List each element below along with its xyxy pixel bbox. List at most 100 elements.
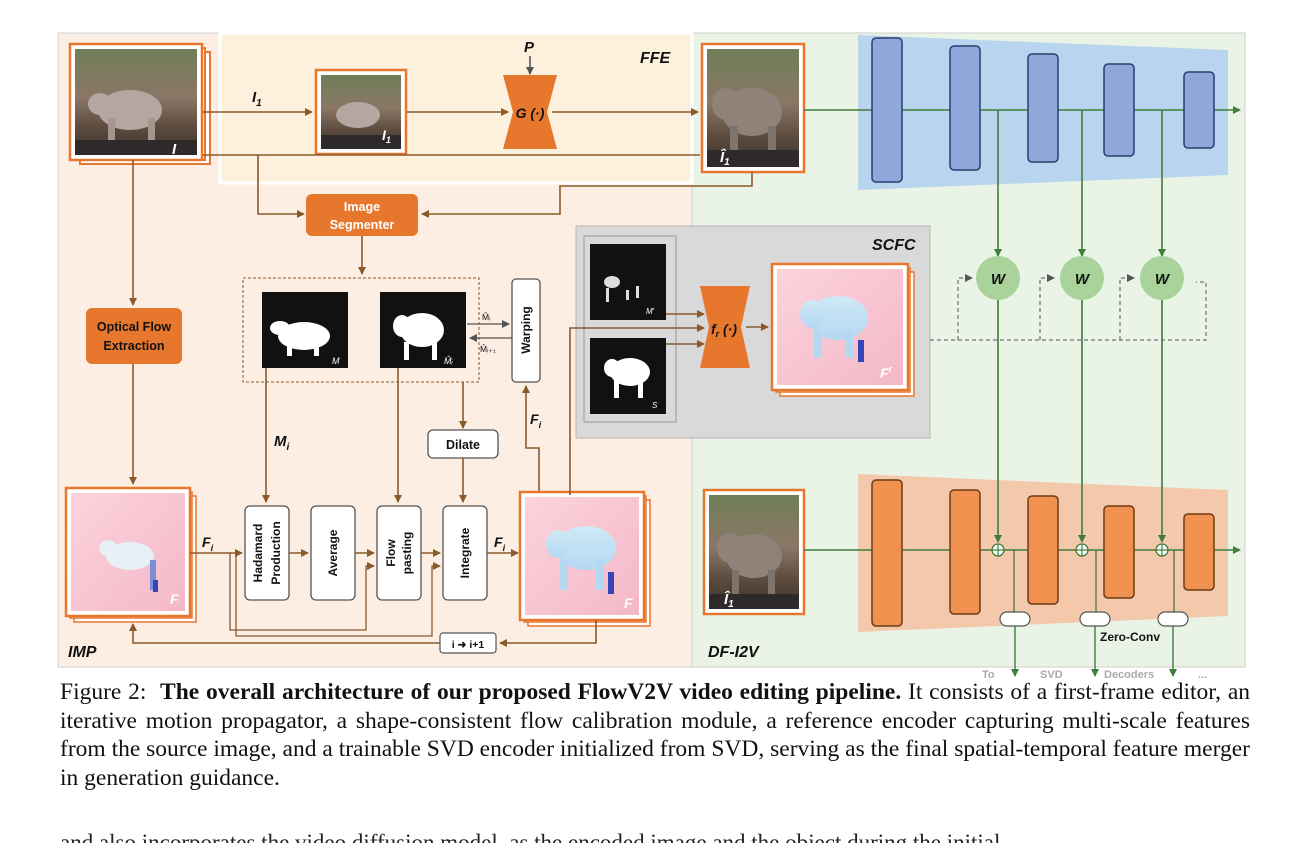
weight-w3-label: W xyxy=(1155,271,1171,288)
hadamard-label-2: Production xyxy=(269,521,283,584)
mask-m-hat-label: M̂ᵢ xyxy=(444,356,453,366)
svd-input-frame-label: Î1 xyxy=(724,590,734,610)
image-segmenter-label-1: Image xyxy=(344,200,380,214)
i1-arrow-label: I1 xyxy=(252,89,262,109)
fr-to-w2-dashed xyxy=(1039,274,1055,340)
zero-conv-1 xyxy=(999,611,1031,627)
adder-3 xyxy=(1155,543,1169,557)
image-segmenter-label-2: Segmenter xyxy=(330,218,395,232)
flow-pasting-label-2: pasting xyxy=(400,532,414,575)
image-segmenter-box xyxy=(306,194,418,236)
calibrated-flow-frames xyxy=(770,262,915,397)
calibration-fr-label: fr (·) xyxy=(711,321,737,339)
dilate-label: Dilate xyxy=(446,438,480,452)
mask-s-label: S xyxy=(652,401,658,410)
source-video-frames xyxy=(68,42,211,165)
ffe-region-label: FFE xyxy=(640,50,672,67)
fr-to-w3-dashed xyxy=(1119,274,1135,340)
mask-m-prime-label: M′ xyxy=(646,307,655,316)
svd-encoder-block-2 xyxy=(949,489,981,615)
source-flow-frames xyxy=(64,486,197,623)
first-frame-image xyxy=(314,68,408,156)
ref-encoder-block-4 xyxy=(1103,63,1135,157)
caption-prefix: Figure 2: xyxy=(60,679,147,705)
weight-w2 xyxy=(1060,256,1104,300)
weight-w2-label: W xyxy=(1075,271,1091,288)
svd-input-frame xyxy=(702,488,806,616)
scfc-mask-group xyxy=(583,235,677,423)
fi-up-label: Fi xyxy=(530,411,542,430)
optical-flow-label-2: Extraction xyxy=(103,339,164,353)
output-flow-frames xyxy=(518,490,651,627)
prompt-label: P xyxy=(524,39,535,56)
iteration-loop-back xyxy=(129,623,440,644)
to-label: To xyxy=(982,669,995,680)
mask-group xyxy=(242,277,480,383)
bypass-to-integrate xyxy=(235,553,441,637)
zero-conv-3 xyxy=(1157,611,1189,627)
flow-pasting-label-1: Flow xyxy=(384,539,398,567)
mask-m xyxy=(262,292,348,368)
svd-encoder-block-5 xyxy=(1183,513,1215,591)
caption-rest: It consists of a first-frame editor, an … xyxy=(60,679,1251,791)
svd-encoder-block-4 xyxy=(1103,505,1135,599)
svd-label: SVD xyxy=(1040,669,1063,680)
arrow-i-down-to-segmenter xyxy=(257,155,305,218)
mask-m-label: M xyxy=(332,356,340,366)
optical-flow-box xyxy=(86,308,182,364)
ellipsis-label: ... xyxy=(1198,669,1207,680)
editor-g-label: G (·) xyxy=(516,105,545,121)
optical-flow-label-1: Optical Flow xyxy=(97,320,172,334)
weight-w1 xyxy=(976,256,1020,300)
svd-encoder-block-3 xyxy=(1027,495,1059,605)
calibrated-flow-label: Fr xyxy=(880,364,893,381)
mi-label: Mi xyxy=(274,433,290,453)
fi-right-label: Fi xyxy=(494,534,506,553)
source-video-label: I xyxy=(172,141,177,158)
warping-label: Warping xyxy=(519,306,533,354)
architecture-diagram: I I1 I1 P G (·) FFE Î1 Image Segmenter xyxy=(57,31,1246,680)
mask-m-hat xyxy=(380,292,466,368)
caption-bold: The overall architecture of our proposed… xyxy=(160,679,902,705)
adder-2 xyxy=(1075,543,1089,557)
warp-in-label: M̂ᵢ xyxy=(482,312,490,322)
first-frame-label: I1 xyxy=(382,127,391,145)
df-i2v-region-label: DF-I2V xyxy=(708,644,760,661)
hadamard-label-1: Hadamard xyxy=(251,524,265,583)
editor-g-block xyxy=(503,75,557,149)
calibration-fr-block xyxy=(700,286,750,368)
scfc-region-label: SCFC xyxy=(872,237,916,254)
edited-first-frame-label: Î1 xyxy=(720,148,730,168)
zero-conv-2 xyxy=(1079,611,1111,627)
warping-box xyxy=(511,278,541,383)
ref-encoder-block-5 xyxy=(1183,71,1215,149)
adder-1 xyxy=(991,543,1005,557)
arrow-i1hat-to-segmenter xyxy=(421,172,753,218)
fr-to-w1-dashed xyxy=(957,274,973,340)
svd-encoder-block-1 xyxy=(871,479,903,627)
weight-w1-label: W xyxy=(991,271,1007,288)
next-paragraph-partial: and also incorporates the video diffusio… xyxy=(60,830,1001,843)
ref-encoder-block-3 xyxy=(1027,53,1059,163)
average-label: Average xyxy=(326,529,340,576)
decoders-label: Decoders xyxy=(1104,669,1154,680)
integrate-label: Integrate xyxy=(458,527,472,578)
fi-left-label: Fi xyxy=(202,534,214,553)
bypass-to-flow-pasting xyxy=(229,553,375,631)
fr-to-w-dashed xyxy=(930,281,1207,341)
zero-conv-label: Zero-Conv xyxy=(1100,630,1160,644)
mask-m-prime xyxy=(590,244,666,320)
mask-s xyxy=(590,338,666,414)
ffe-region xyxy=(218,31,694,185)
edited-first-frame xyxy=(700,42,806,174)
weight-w3 xyxy=(1140,256,1184,300)
ref-encoder-block-2 xyxy=(949,45,981,171)
source-flow-label: F xyxy=(170,591,179,607)
arrow-fi-to-warping xyxy=(522,385,540,495)
imp-region-label: IMP xyxy=(68,644,97,661)
warp-out-label: M̂ᵢ₊₁ xyxy=(480,344,496,354)
ref-encoder-block-1 xyxy=(871,37,903,183)
iteration-label: i ➜ i+1 xyxy=(452,639,485,651)
arrow-f-to-fr xyxy=(569,324,705,495)
output-flow-label: F xyxy=(624,595,633,611)
